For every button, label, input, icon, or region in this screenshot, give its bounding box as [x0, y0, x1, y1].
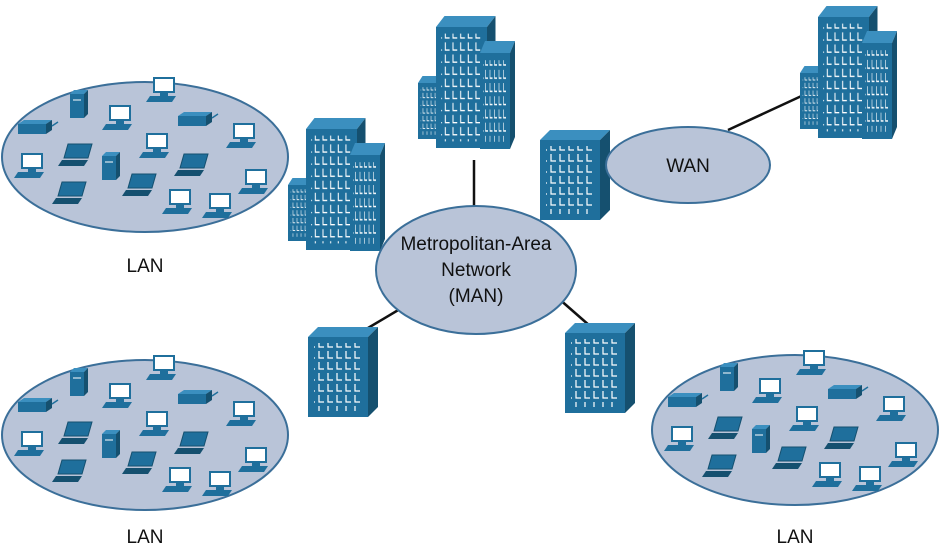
building-campus-left: [288, 118, 385, 251]
lan-bottom-right: [652, 351, 938, 505]
building-bottom-left: [308, 327, 378, 417]
lan-label-bottom-right: LAN: [777, 527, 814, 548]
man-label-line3: (MAN): [449, 286, 504, 307]
wan-ellipse: [605, 126, 771, 204]
lan-label-top-left: LAN: [127, 256, 164, 277]
building-bottom-right: [565, 323, 635, 413]
man-ellipse: [375, 205, 577, 335]
man-label-line2: Network: [441, 260, 511, 281]
building-campus-right: [800, 6, 897, 139]
building-near-wan: [540, 130, 610, 220]
lan-top-left: [2, 78, 288, 232]
wan-node: WAN: [605, 126, 771, 204]
building-campus-top: [418, 16, 515, 149]
lan-label-bottom-left: LAN: [127, 527, 164, 548]
link-wan-campus: [727, 91, 809, 132]
man-label-line1: Metropolitan-Area: [400, 234, 551, 255]
wan-label: WAN: [666, 156, 710, 177]
man-node: Metropolitan-Area Network (MAN): [375, 205, 577, 335]
lan-bottom-left: [2, 356, 288, 510]
